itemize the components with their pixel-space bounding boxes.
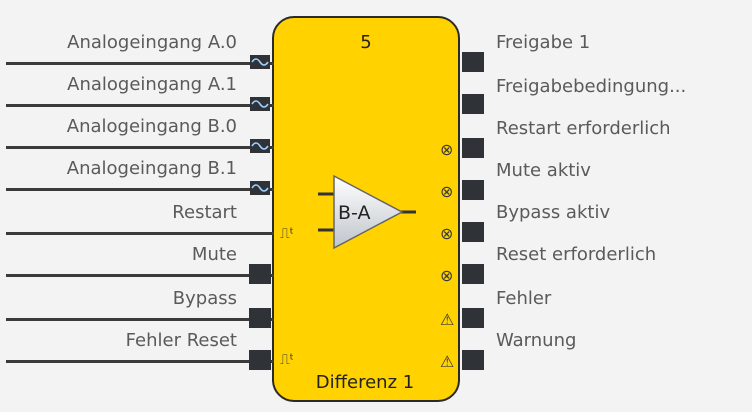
analog-input-icon: [250, 97, 270, 111]
analog-input-icon: [250, 55, 270, 69]
input-wire[interactable]: [6, 188, 274, 191]
output-label: Fehler: [496, 288, 552, 309]
output-port[interactable]: [462, 350, 484, 370]
lamp-icon: ⊗: [440, 140, 454, 159]
lamp-icon: ⊗: [440, 182, 454, 201]
input-wire[interactable]: [6, 360, 274, 363]
output-label: Reset erforderlich: [496, 244, 657, 265]
output-port[interactable]: [462, 180, 484, 200]
output-label: Bypass aktiv: [496, 202, 611, 223]
input-wire[interactable]: [6, 146, 274, 149]
input-label: Fehler Reset: [125, 330, 237, 351]
output-port[interactable]: [462, 52, 484, 72]
block-name: Differenz 1: [315, 372, 415, 393]
lamp-icon: ⊗: [440, 224, 454, 243]
input-port[interactable]: [249, 264, 271, 284]
input-port[interactable]: [249, 308, 271, 328]
input-label: Analogeingang A.0: [67, 32, 237, 53]
rising-edge-icon: ⎍ᵗ: [280, 226, 294, 242]
lamp-icon: ⊗: [440, 266, 454, 285]
warning-icon: ⚠: [440, 352, 455, 371]
input-wire[interactable]: [6, 274, 274, 277]
input-label: Analogeingang B.0: [66, 116, 237, 137]
rising-edge-icon: ⎍ᵗ: [280, 352, 294, 368]
output-port[interactable]: [462, 222, 484, 242]
analog-input-icon: [250, 139, 270, 153]
block-number: 5: [360, 32, 372, 53]
input-port[interactable]: [249, 350, 271, 370]
output-label: Mute aktiv: [496, 160, 591, 181]
warning-icon: ⚠: [440, 310, 455, 329]
input-wire[interactable]: [6, 318, 274, 321]
output-label: Restart erforderlich: [496, 118, 671, 139]
input-label: Mute: [191, 244, 237, 265]
output-label: Warnung: [496, 330, 577, 351]
input-label: Bypass: [172, 288, 237, 309]
input-label: Analogeingang B.1: [66, 158, 237, 179]
output-label: Freigabe 1: [496, 32, 591, 53]
output-port[interactable]: [462, 138, 484, 158]
input-wire[interactable]: [6, 104, 274, 107]
difference-operator-icon: B-A: [318, 174, 416, 250]
output-label: Freigabebedingung...: [496, 76, 687, 97]
input-label: Analogeingang A.1: [67, 74, 237, 95]
output-port[interactable]: [462, 264, 484, 284]
input-wire[interactable]: [6, 232, 274, 235]
output-port[interactable]: [462, 94, 484, 114]
input-label: Restart: [172, 202, 237, 223]
input-wire[interactable]: [6, 62, 274, 65]
operation-label: B-A: [338, 202, 370, 224]
output-port[interactable]: [462, 308, 484, 328]
analog-input-icon: [250, 181, 270, 195]
